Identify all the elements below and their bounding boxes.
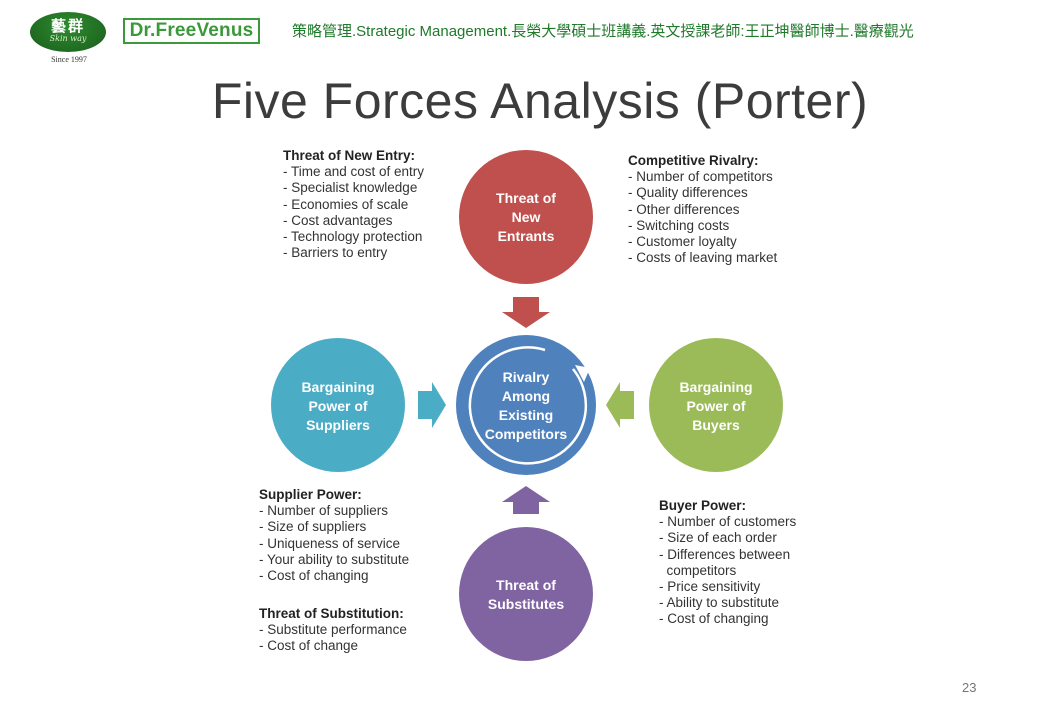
page-number: 23 (962, 680, 977, 695)
logo-script-text: Skin way (49, 34, 87, 43)
list-item: - Quality differences (628, 185, 748, 201)
list-item: - Cost of change (259, 638, 359, 654)
label-line: Existing (498, 407, 554, 423)
logo-chinese-text: 藝群 (50, 17, 85, 35)
circle-threat-of-substitutes (459, 527, 593, 661)
arrow-down-from-entrants (502, 297, 550, 328)
block-heading: Buyer Power: (659, 498, 747, 513)
slide-title: Five Forces Analysis (Porter) (211, 73, 869, 129)
list-item: - Cost advantages (283, 212, 393, 228)
arrow-left-from-buyers (606, 382, 634, 428)
list-item: - Switching costs (628, 217, 730, 233)
yiqun-logo: 藝群 Skin way Since 1997 (30, 12, 108, 66)
circle-threat-of-new-entrants (459, 150, 593, 284)
buyer-power-block: Buyer Power: - Number of customers - Siz… (659, 498, 796, 628)
list-item: - Cost of changing (259, 568, 369, 584)
label-line: Substitutes (487, 596, 565, 612)
list-item: - Other differences (628, 201, 740, 217)
label-line: Competitors (484, 426, 568, 442)
list-item: - Customer loyalty (628, 234, 737, 250)
list-item: competitors (659, 562, 737, 578)
label-line: Threat of (496, 577, 556, 593)
arrow-right-from-suppliers (418, 382, 446, 428)
label-rivalry-among-competitors: Rivalry Among Existing Competitors (466, 368, 586, 444)
arrow-up-from-substitutes (502, 486, 550, 514)
list-item: - Technology protection (283, 229, 423, 245)
rivalry-cycle-arrowhead (575, 365, 590, 382)
label-bargaining-power-buyers: Bargaining Power of Buyers (656, 378, 776, 435)
block-heading: Threat of New Entry: (283, 148, 416, 163)
threat-of-substitution-block: Threat of Substitution: - Substitute per… (259, 606, 407, 655)
label-bargaining-power-suppliers: Bargaining Power of Suppliers (278, 378, 398, 435)
list-item: - Cost of changing (659, 611, 769, 627)
competitive-rivalry-block: Competitive Rivalry: - Number of competi… (628, 153, 777, 266)
label-line: Bargaining (679, 379, 753, 395)
block-heading: Competitive Rivalry: (628, 153, 759, 168)
label-line: Rivalry (502, 369, 550, 385)
header-text: 策略管理.Strategic Management.長榮大學碩士班講義.英文授課… (292, 23, 914, 40)
logo-oval (30, 12, 106, 52)
label-line: Among (501, 388, 551, 404)
list-item: - Substitute performance (259, 622, 407, 638)
block-heading: Supplier Power: (259, 487, 362, 502)
label-threat-of-substitutes: Threat of Substitutes (466, 576, 586, 614)
circle-rivalry-among-competitors (456, 335, 596, 475)
circle-bargaining-power-suppliers (271, 338, 405, 472)
block-heading: Threat of Substitution: (259, 606, 404, 621)
circle-bargaining-power-buyers (649, 338, 783, 472)
list-item: - Ability to substitute (659, 595, 780, 611)
label-line: Entrants (497, 228, 555, 244)
list-item: - Economies of scale (283, 196, 409, 212)
threat-of-new-entry-block: Threat of New Entry: - Time and cost of … (283, 148, 424, 261)
list-item: - Number of suppliers (259, 503, 389, 519)
list-item: - Costs of leaving market (628, 250, 778, 266)
label-line: Suppliers (306, 417, 370, 433)
drfreevenus-logo: Dr.FreeVenus (123, 18, 260, 44)
supplier-power-block: Supplier Power: - Number of suppliers - … (259, 487, 409, 584)
list-item: - Time and cost of entry (283, 164, 425, 180)
list-item: - Size of each order (659, 530, 777, 546)
list-item: - Size of suppliers (259, 519, 367, 535)
label-line: Power of (308, 398, 368, 414)
list-item: - Barriers to entry (283, 245, 388, 261)
label-threat-of-new-entrants: Threat of New Entrants (466, 189, 586, 246)
list-item: - Price sensitivity (659, 579, 761, 595)
list-item: - Differences between (659, 546, 791, 562)
list-item: - Number of competitors (628, 169, 773, 185)
list-item: - Number of customers (659, 514, 797, 530)
rivalry-cycle-ring (468, 346, 588, 465)
list-item: - Specialist knowledge (283, 180, 418, 196)
label-line: Buyers (692, 417, 740, 433)
label-line: Threat of (496, 190, 556, 206)
label-line: New (511, 209, 541, 225)
label-line: Power of (686, 398, 746, 414)
label-line: Bargaining (301, 379, 375, 395)
list-item: - Your ability to substitute (259, 551, 410, 567)
list-item: - Uniqueness of service (259, 535, 401, 551)
logo-since-text: Since 1997 (51, 55, 87, 64)
